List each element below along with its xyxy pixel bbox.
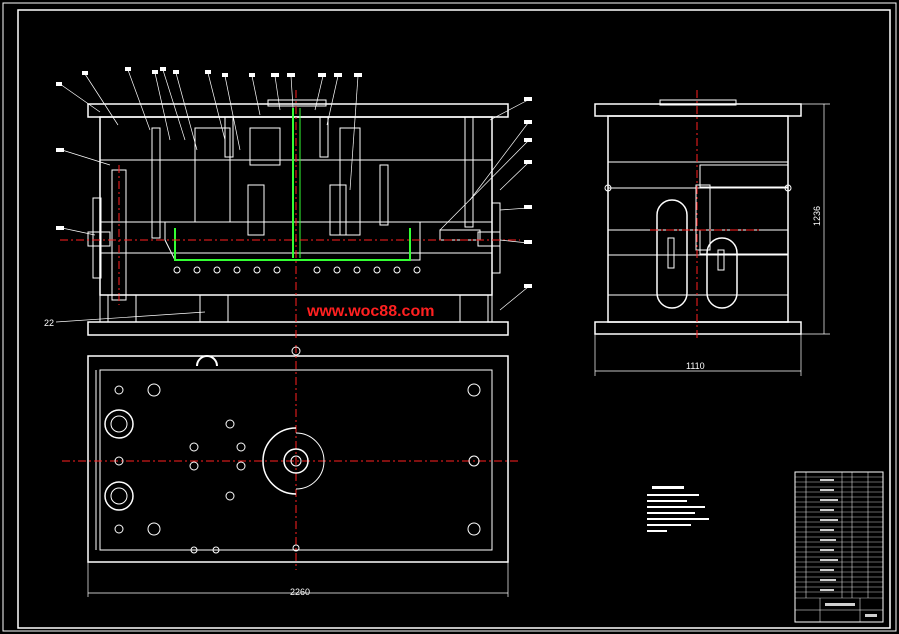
side-view-height-dimension: 1236	[812, 206, 822, 226]
callout-22: 22	[44, 318, 54, 328]
watermark-text: www.woc88.com	[306, 303, 434, 320]
callout-leaders	[55, 69, 529, 323]
callout-markers	[56, 67, 532, 288]
side-view-width-dimension: 1110	[686, 361, 705, 371]
front-section-view: 22	[44, 67, 532, 340]
technical-requirements-notes	[647, 486, 709, 532]
cooling-channels	[173, 266, 421, 274]
plan-view-width-dimension: 2260	[290, 587, 310, 597]
inner-border	[17, 9, 891, 629]
title-block	[794, 471, 884, 623]
plan-view-holes	[104, 346, 481, 554]
molded-part-outline	[174, 228, 411, 261]
plan-view: 2260	[62, 345, 520, 597]
side-view: 1236 1110	[594, 90, 830, 376]
